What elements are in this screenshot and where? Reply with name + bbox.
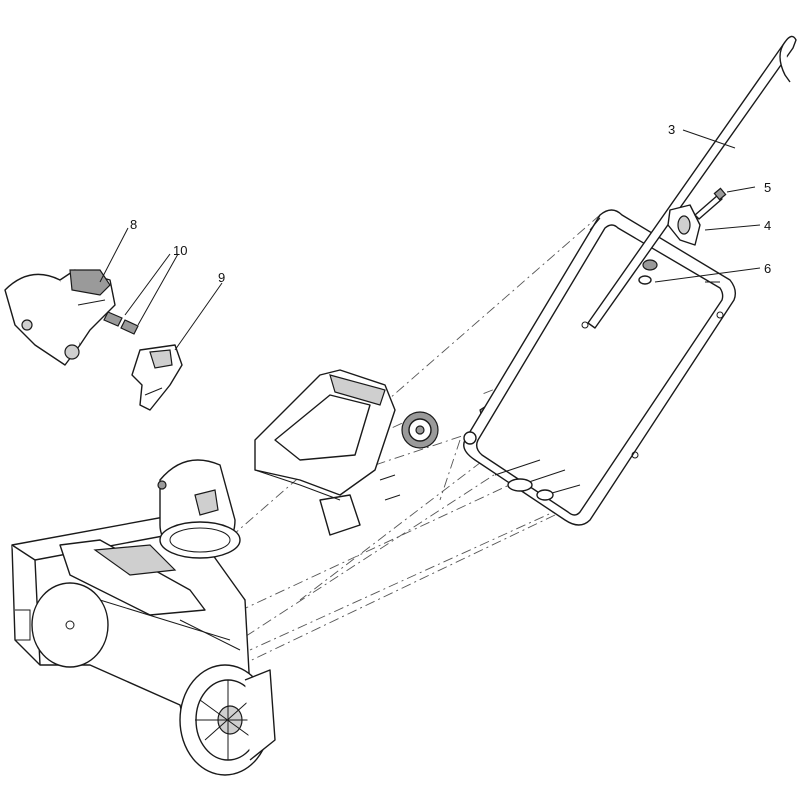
bolt	[694, 187, 727, 220]
callout-5: 5	[764, 180, 771, 195]
springs	[103, 311, 139, 335]
chute-cap	[4, 269, 116, 366]
nut	[638, 259, 658, 285]
callout-8: 8	[130, 217, 137, 232]
leader-lines	[99, 129, 761, 351]
frame-bolts	[379, 431, 581, 501]
chute-base	[157, 459, 241, 559]
callout-9: 9	[218, 270, 225, 285]
callout-labels: 3 4 5 6 8 9 10	[130, 122, 771, 285]
chute-deflector	[254, 369, 396, 536]
rod-guide	[667, 204, 701, 246]
main-housing	[11, 514, 276, 776]
callout-3: 3	[668, 122, 675, 137]
chute-control-rod	[587, 35, 797, 329]
latch	[131, 344, 183, 411]
callout-6: 6	[764, 261, 771, 276]
callout-4: 4	[764, 218, 771, 233]
chute-gear	[401, 411, 439, 449]
handle-frame	[463, 209, 737, 526]
callout-10: 10	[173, 243, 187, 258]
